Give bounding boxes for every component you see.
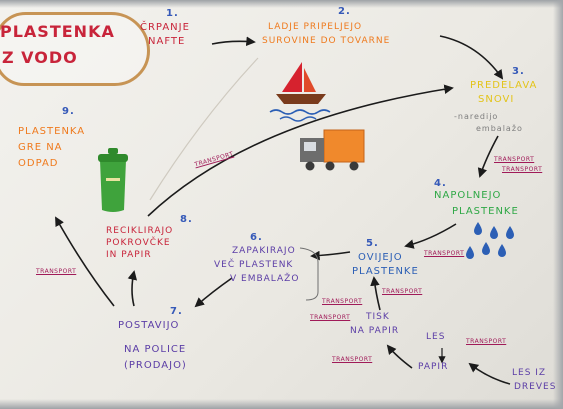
step-2-line-1: LADJE PRIPELJEJO	[268, 22, 363, 32]
step-5-line-2: PLASTENKE	[352, 266, 419, 277]
arrow-7-to-8	[127, 270, 138, 307]
sailboat-icon	[269, 62, 331, 122]
step-8-number: 8.	[180, 214, 193, 225]
step-1-line-2: NAFTE	[148, 36, 186, 47]
les-dreves-label-1: LES IZ	[512, 368, 547, 378]
arrow-tisk-to-5	[370, 276, 381, 311]
transport-label: TRANSPORT	[310, 314, 351, 321]
step-4-line-1: NAPOLNEJO	[434, 190, 502, 201]
step-7-line-3: (PRODAJO)	[124, 360, 187, 371]
arrow-6-to-7	[194, 277, 233, 308]
arrow-4-to-5	[404, 223, 457, 249]
step-7-line-2: NA POLICE	[124, 344, 187, 355]
transport-label: TRANSPORT	[332, 356, 373, 363]
transport-label: TRANSPORT	[502, 166, 543, 173]
step-4-line-2: PLASTENKE	[452, 206, 519, 217]
arrow-papir-to-tisk	[386, 344, 413, 369]
pencil-arrow	[149, 57, 259, 201]
arrow-2-to-3	[439, 35, 504, 80]
title-cloud	[0, 12, 150, 86]
transport-label: TRANSPORT	[466, 338, 507, 345]
step-7-line-1: POSTAVIJO	[118, 320, 180, 331]
title-line-1: PLASTENKA	[0, 22, 115, 41]
truck-icon	[300, 129, 365, 171]
les-label: LES	[426, 332, 446, 342]
transport-label: TRANSPORT	[424, 250, 465, 257]
arrow-8-to-3	[147, 84, 454, 217]
transport-label: TRANSPORT	[494, 156, 535, 163]
photo-edge-right	[553, 0, 563, 409]
step-8-line-1: RECIKLIRAJO	[106, 226, 174, 236]
step-4-number: 4.	[434, 178, 447, 189]
step-3-note-1: -naredijo	[454, 112, 499, 121]
arrow-5-to-6	[310, 250, 351, 261]
step-8-line-3: IN PAPIR	[106, 250, 152, 260]
arrow-1-to-2	[211, 36, 256, 47]
recycling-bin-icon	[98, 148, 128, 212]
step-5-number: 5.	[366, 238, 379, 249]
water-drops-icon	[466, 222, 514, 259]
step-9-line-2: GRE NA	[18, 142, 63, 153]
step-6-line-1: ZAPAKIRAJO	[232, 246, 296, 256]
step-2-line-2: SUROVINE DO TOVARNE	[262, 36, 391, 46]
transport-label: TRANSPORT	[322, 298, 363, 305]
step-9-line-1: PLASTENKA	[18, 126, 86, 137]
step-9-number: 9.	[62, 106, 75, 117]
step-8-line-2: POKROVČKE	[106, 238, 171, 248]
photo-edge-bottom	[0, 399, 563, 409]
arrow-3-to-4	[477, 135, 499, 178]
step-1-line-1: ČRPANJE	[140, 22, 190, 33]
step-6-line-3: V EMBALAŽO	[230, 274, 300, 284]
step-3-line-2: SNOVI	[478, 94, 515, 105]
step-1-number: 1.	[166, 8, 179, 19]
step-3-line-1: PREDELAVA	[470, 80, 538, 91]
title-line-2: Z VODO	[2, 48, 78, 67]
step-9-line-3: ODPAD	[18, 158, 59, 169]
photo-edge-top	[0, 0, 563, 8]
step-6-number: 6.	[250, 232, 263, 243]
arrow-7-to-9	[55, 216, 115, 307]
bracket-6	[299, 247, 319, 301]
tisk-label-2: NA PAPIR	[350, 326, 400, 336]
step-3-note-2: embalažo	[476, 124, 523, 133]
step-5-line-1: OVIJEJO	[358, 252, 403, 263]
step-6-line-2: VEČ PLASTENK	[214, 260, 294, 270]
papir-label: PAPIR	[418, 362, 449, 372]
arrow-dreves-to-papir	[468, 362, 511, 385]
step-2-number: 2.	[338, 6, 351, 17]
step-3-number: 3.	[512, 66, 525, 77]
transport-label: TRANSPORT	[382, 288, 423, 295]
transport-label: TRANSPORT	[36, 268, 77, 275]
tisk-label-1: TISK	[366, 312, 390, 322]
les-dreves-label-2: DREVES	[514, 382, 557, 392]
step-7-number: 7.	[170, 306, 183, 317]
